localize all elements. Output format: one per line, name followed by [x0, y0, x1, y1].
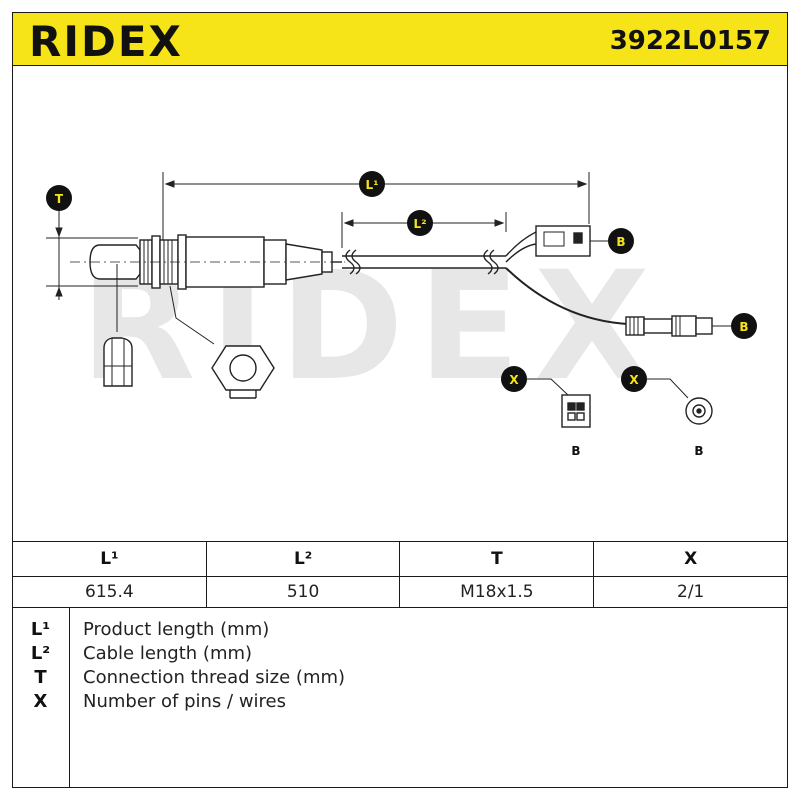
sheet-frame	[12, 66, 788, 788]
legend-item: X Number of pins / wires	[12, 691, 788, 715]
badge-x-rect: X	[501, 366, 527, 392]
legend-item: T Connection thread size (mm)	[12, 667, 788, 691]
dimension-t	[46, 211, 138, 300]
connector-plug-round	[625, 315, 713, 337]
connector-plug-rect	[535, 225, 591, 257]
badge-b-round: B	[712, 313, 757, 339]
oxygen-sensor	[70, 234, 345, 290]
legend-text: Product length (mm)	[83, 619, 270, 640]
spec-table: L¹ L² T X 615.4 510 M18x1.5 2/1	[12, 541, 788, 608]
spec-header-x: X	[593, 541, 788, 577]
sensor-cable	[342, 231, 629, 325]
legend-text: Number of pins / wires	[83, 691, 287, 712]
legend-divider	[69, 607, 70, 788]
legend-text: Cable length (mm)	[83, 643, 253, 664]
badge-x-round-label: X	[629, 373, 639, 387]
badge-x-rect-label: X	[509, 373, 519, 387]
hex-nut-detail	[169, 285, 275, 399]
badge-l1: L¹	[359, 171, 385, 197]
badge-l1-label: L¹	[366, 178, 379, 192]
spec-value-l2: 510	[205, 576, 401, 608]
badge-l2: L²	[407, 210, 433, 236]
spec-header-l2: L²	[205, 541, 401, 577]
spec-header-t: T	[399, 541, 595, 577]
legend-key: T	[34, 667, 47, 688]
badge-t: T	[46, 185, 72, 211]
end-view-rect-label: B	[571, 444, 580, 458]
spec-value-l1: 615.4	[12, 576, 207, 608]
badge-b-rect-label: B	[616, 235, 625, 249]
legend-item: L² Cable length (mm)	[12, 643, 788, 667]
badge-x-round: X	[621, 366, 647, 392]
legend-item: L¹ Product length (mm)	[12, 619, 788, 643]
header-bar: RIDEX 3922L0157	[12, 12, 788, 66]
probe-tip-detail	[103, 264, 133, 387]
legend-key: L¹	[30, 619, 51, 640]
legend-text: Connection thread size (mm)	[83, 667, 346, 688]
part-number: 3922L0157	[609, 26, 771, 56]
spec-header-l1: L¹	[12, 541, 207, 577]
badge-l2-label: L²	[414, 217, 427, 231]
spec-table-row: 615.4 510 M18x1.5 2/1	[12, 576, 788, 608]
badge-b-round-label: B	[739, 320, 748, 334]
spec-value-x: 2/1	[593, 576, 788, 608]
end-view-rect	[527, 378, 591, 428]
end-view-round-label: B	[694, 444, 703, 458]
end-view-round	[647, 378, 713, 425]
legend: L¹ Product length (mm) L² Cable length (…	[12, 607, 788, 788]
spec-table-header: L¹ L² T X	[12, 541, 788, 577]
spec-value-t: M18x1.5	[399, 576, 595, 608]
legend-key: L²	[30, 643, 51, 664]
legend-key: X	[33, 691, 48, 712]
badge-b-rect: B	[590, 228, 634, 254]
badge-t-label: T	[55, 192, 64, 206]
brand-logo: RIDEX	[29, 17, 183, 66]
